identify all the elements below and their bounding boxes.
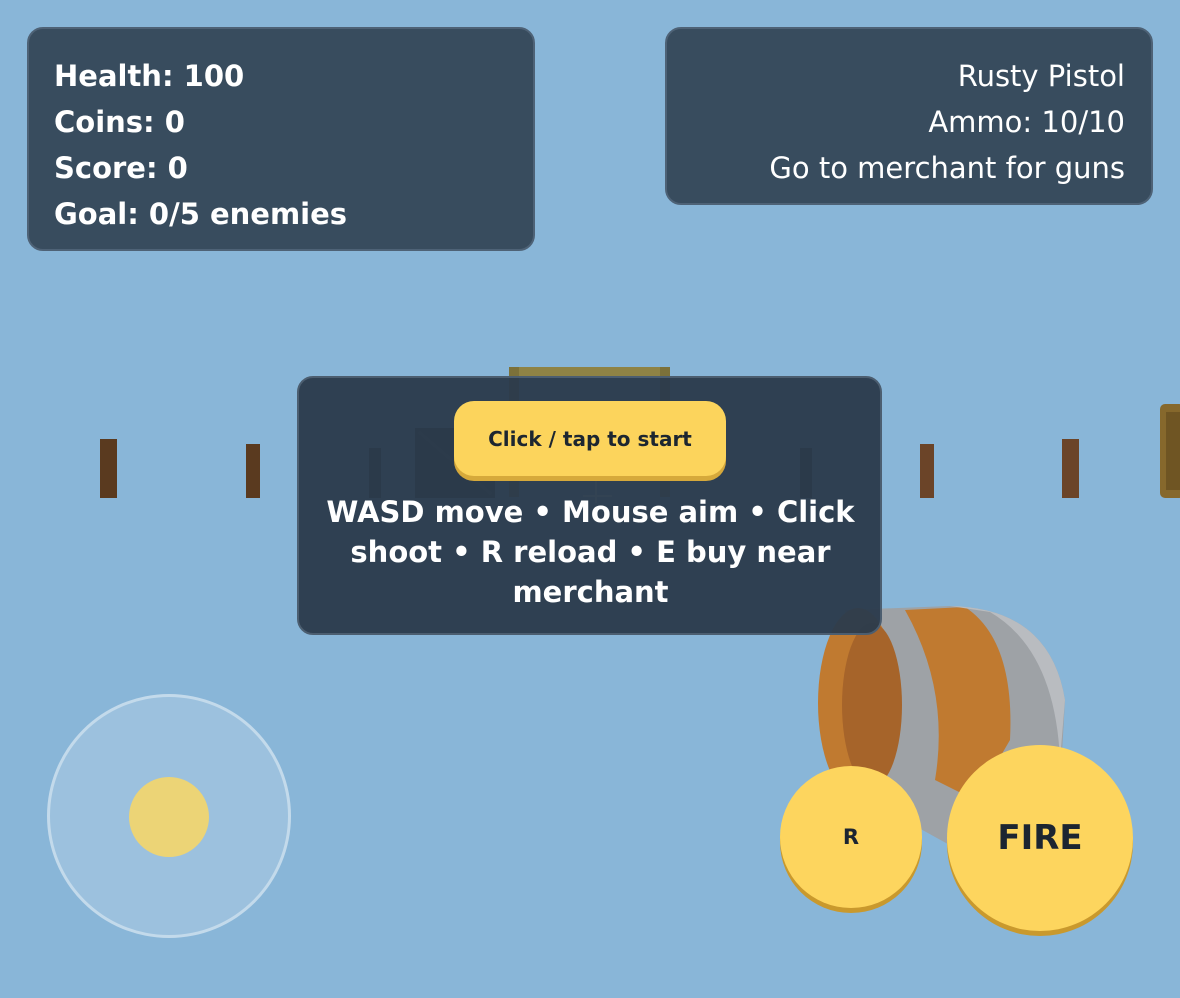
fence-post <box>920 444 934 498</box>
joystick-knob[interactable] <box>129 777 209 857</box>
crate-right <box>1160 404 1180 498</box>
weapon-name: Rusty Pistol <box>957 59 1125 93</box>
goal-readout: Goal: 0/5 enemies <box>54 197 348 231</box>
health-readout: Health: 100 <box>54 59 245 93</box>
reload-button[interactable]: R <box>780 766 922 908</box>
fence-post <box>246 444 260 498</box>
fire-button[interactable]: FIRE <box>947 745 1133 931</box>
merchant-hint: Go to merchant for guns <box>769 151 1125 185</box>
coins-readout: Coins: 0 <box>54 105 185 139</box>
fence-post <box>100 439 117 498</box>
controls-help-text: WASD move • Mouse aim • Click shoot • R … <box>326 495 855 609</box>
ammo-readout: Ammo: 10/10 <box>928 105 1125 139</box>
fence-post <box>1062 439 1079 498</box>
stats-panel: Health: 100 Coins: 0 Score: 0 Goal: 0/5 … <box>27 27 535 251</box>
weapon-panel: Rusty Pistol Ammo: 10/10 Go to merchant … <box>665 27 1153 205</box>
start-button[interactable]: Click / tap to start <box>454 401 726 476</box>
score-readout: Score: 0 <box>54 151 188 185</box>
